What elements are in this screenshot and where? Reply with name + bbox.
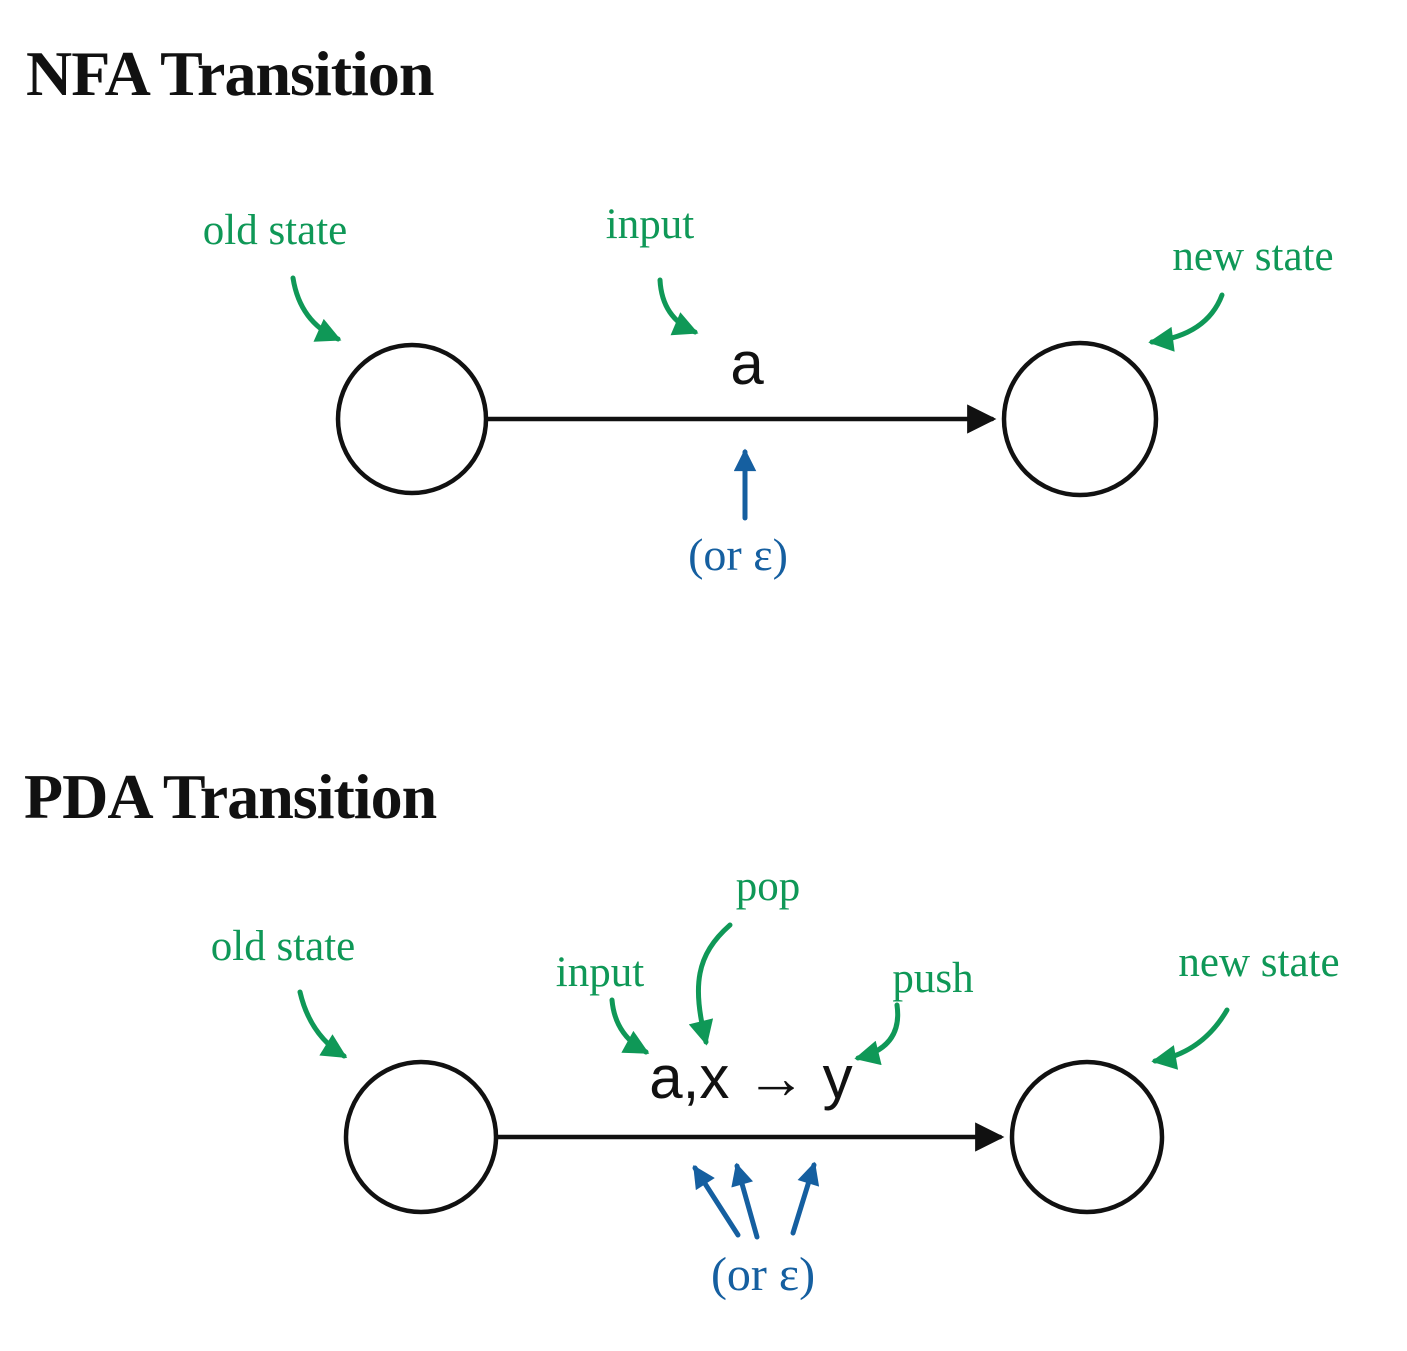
pda-epsilon-arrow-left-icon: [692, 1165, 741, 1238]
pda-push-label: push: [892, 955, 973, 1002]
nfa-title: NFA Transition: [26, 38, 434, 109]
pda-input-arrow-icon: [609, 997, 650, 1055]
pda-epsilon-arrow-middle-icon: [731, 1162, 760, 1240]
pda-new-state-label: new state: [1178, 939, 1339, 986]
pda-title: PDA Transition: [24, 761, 437, 832]
pda-new-state-arrow-icon: [1151, 1007, 1230, 1070]
nfa-old-state-circle: [335, 342, 489, 496]
pda-pop-arrow-icon: [688, 922, 733, 1046]
pda-diagram: PDA Transition old state input pop push …: [24, 761, 1340, 1301]
pda-new-state-circle: [1009, 1059, 1165, 1215]
nfa-diagram: NFA Transition old state input new state…: [26, 38, 1334, 580]
nfa-old-state-label: old state: [203, 207, 348, 254]
nfa-input-arrow-icon: [657, 277, 699, 336]
nfa-input-label: input: [606, 201, 694, 248]
pda-old-state-circle: [343, 1059, 499, 1215]
pda-old-state-arrow-icon: [297, 989, 348, 1059]
nfa-old-state-arrow-icon: [290, 275, 342, 342]
pda-pop-label: pop: [736, 863, 801, 910]
nfa-new-state-circle: [1001, 340, 1159, 498]
pda-push-arrow-icon: [854, 1002, 901, 1066]
nfa-transition-label: a: [730, 330, 764, 397]
nfa-new-state-label: new state: [1172, 233, 1333, 280]
nfa-new-state-arrow-icon: [1148, 292, 1225, 352]
pda-old-state-label: old state: [211, 923, 356, 970]
pda-input-label: input: [556, 949, 644, 996]
pda-transition-label: a,x → y: [649, 1044, 852, 1111]
pda-epsilon-label: (or ε): [711, 1248, 815, 1301]
nfa-epsilon-label: (or ε): [688, 529, 788, 580]
pda-epsilon-arrow-right-icon: [790, 1161, 820, 1236]
